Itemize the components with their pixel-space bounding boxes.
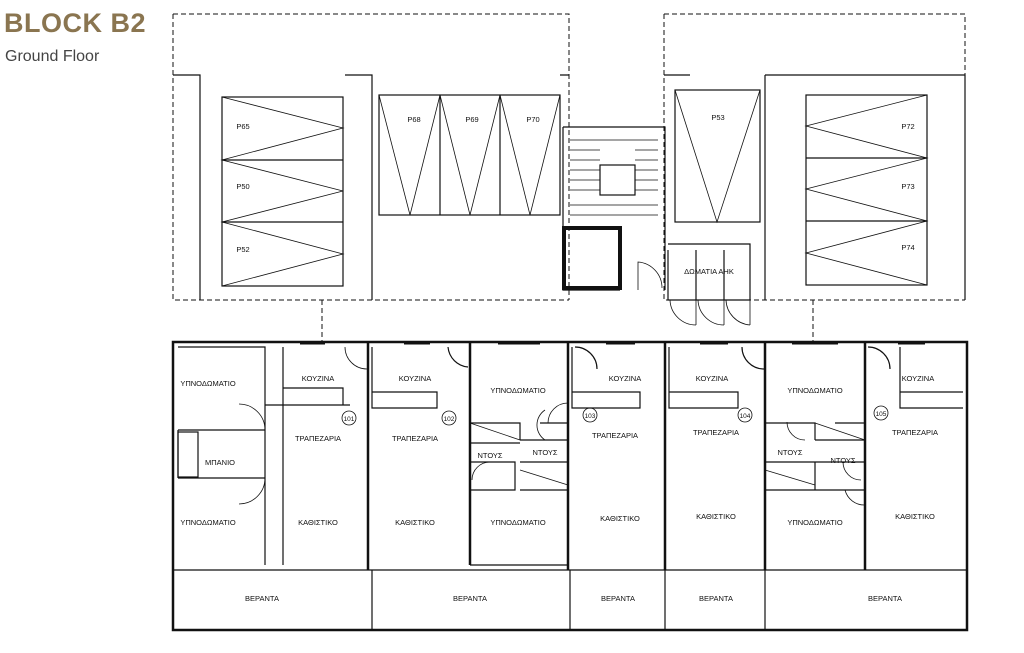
room-label-bedroom: ΥΠΝΟΔΩΜΑΤΙΟ <box>787 518 842 527</box>
room-label-kitchen: ΚΟΥΖΙΝΑ <box>902 374 934 383</box>
parking-label: P72 <box>901 122 914 131</box>
parking-label: P53 <box>711 113 724 122</box>
room-label-kitchen: ΚΟΥΖΙΝΑ <box>302 374 334 383</box>
room-label-dining: ΤΡΑΠΕΖΑΡΙΑ <box>592 431 638 440</box>
parking-label: P70 <box>526 115 539 124</box>
parking-right <box>804 94 929 286</box>
room-label-dining: ΤΡΑΠΕΖΑΡΙΑ <box>693 428 739 437</box>
room-label-bedroom: ΥΠΝΟΔΩΜΑΤΙΟ <box>180 379 235 388</box>
room-label-living: ΚΑΘΙΣΤΙΚΟ <box>600 514 640 523</box>
room-label-dining: ΤΡΑΠΕΖΑΡΙΑ <box>392 434 438 443</box>
parking-label: P73 <box>901 182 914 191</box>
room-label-living: ΚΑΘΙΣΤΙΚΟ <box>395 518 435 527</box>
utility-room-label: ΔΩΜΑΤΙΑ ΑΗΚ <box>684 267 734 276</box>
parking-label: P65 <box>236 122 249 131</box>
unit-number: 102 <box>444 416 455 423</box>
floor-subtitle: Ground Floor <box>5 48 100 65</box>
unit-number: 104 <box>740 413 751 420</box>
block-title: BLOCK B2 <box>4 8 147 38</box>
unit-markers <box>341 405 889 426</box>
room-label-bedroom: ΥΠΝΟΔΩΜΑΤΙΟ <box>180 518 235 527</box>
connector-lines <box>321 300 814 342</box>
room-label-shower: ΝΤΟΥΣ <box>830 456 855 465</box>
room-label-kitchen: ΚΟΥΖΙΝΑ <box>399 374 431 383</box>
room-label-living: ΚΑΘΙΣΤΙΚΟ <box>298 518 338 527</box>
left-canopy <box>172 13 570 301</box>
parking-p53 <box>674 89 761 224</box>
room-label-kitchen: ΚΟΥΖΙΝΑ <box>609 374 641 383</box>
room-label-shower: ΝΤΟΥΣ <box>777 448 802 457</box>
room-label-veranda: ΒΕΡΑΝΤΑ <box>453 594 487 603</box>
unit-number: 105 <box>876 411 887 418</box>
parking-label: P52 <box>236 245 249 254</box>
room-label-veranda: ΒΕΡΑΝΤΑ <box>868 594 902 603</box>
room-label-bathroom: ΜΠΑΝΙΟ <box>205 458 235 467</box>
room-label-bedroom: ΥΠΝΟΔΩΜΑΤΙΟ <box>787 386 842 395</box>
room-label-veranda: ΒΕΡΑΝΤΑ <box>601 594 635 603</box>
room-label-veranda: ΒΕΡΑΝΤΑ <box>699 594 733 603</box>
stairwell <box>562 126 666 291</box>
room-label-living: ΚΑΘΙΣΤΙΚΟ <box>895 512 935 521</box>
room-label-shower: ΝΤΟΥΣ <box>532 448 557 457</box>
unit-number: 101 <box>344 416 355 423</box>
unit-number: 103 <box>585 413 596 420</box>
room-label-dining: ΤΡΑΠΕΖΑΡΙΑ <box>295 434 341 443</box>
parking-label: P74 <box>901 243 914 252</box>
room-label-bedroom: ΥΠΝΟΔΩΜΑΤΙΟ <box>490 386 545 395</box>
room-label-kitchen: ΚΟΥΖΙΝΑ <box>696 374 728 383</box>
parking-left <box>220 96 345 287</box>
room-label-dining: ΤΡΑΠΕΖΑΡΙΑ <box>892 428 938 437</box>
room-label-veranda: ΒΕΡΑΝΤΑ <box>245 594 279 603</box>
parking-label: P68 <box>407 115 420 124</box>
right-canopy <box>663 13 966 301</box>
building-walls <box>171 340 969 632</box>
room-label-shower: ΝΤΟΥΣ <box>477 451 502 460</box>
parking-label: P69 <box>465 115 478 124</box>
room-label-living: ΚΑΘΙΣΤΙΚΟ <box>696 512 736 521</box>
parking-center <box>378 94 561 216</box>
parking-label: P50 <box>236 182 249 191</box>
utility-rooms <box>667 243 751 326</box>
elevator <box>562 226 622 290</box>
room-label-bedroom: ΥΠΝΟΔΩΜΑΤΙΟ <box>490 518 545 527</box>
